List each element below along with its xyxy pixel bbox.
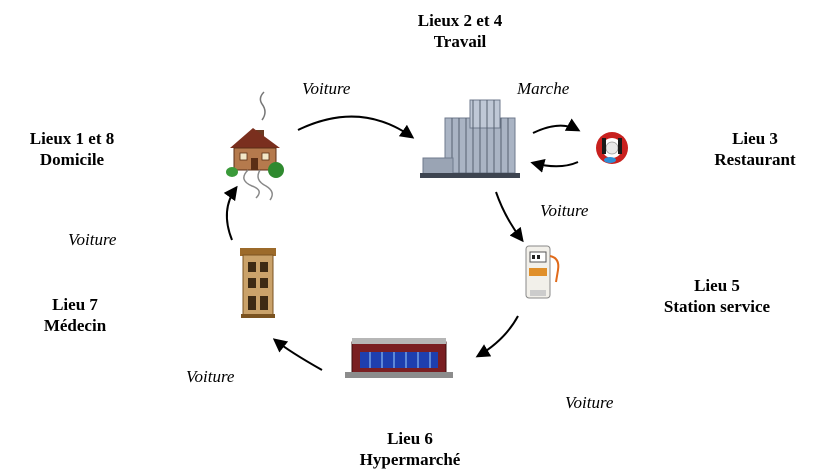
label-domicile: Lieux 1 et 8 Domicile bbox=[8, 128, 136, 170]
label-restaurant: Lieu 3 Restaurant bbox=[700, 128, 810, 170]
label-restaurant-line1: Lieu 3 bbox=[732, 129, 778, 148]
arrow-domicile-travail bbox=[297, 115, 415, 139]
arrow-hypermarche-medecin bbox=[272, 338, 323, 371]
fuel-pump-icon bbox=[525, 245, 560, 299]
mode-domicile-travail: Voiture bbox=[302, 79, 351, 98]
label-travail-line1: Lieux 2 et 4 bbox=[417, 11, 503, 30]
label-restaurant-line2: Restaurant bbox=[714, 150, 796, 169]
mode-hypermarche-medecin: Voiture bbox=[186, 367, 235, 386]
doctor-building-icon bbox=[240, 248, 276, 318]
arrow-station-hypermarche bbox=[475, 315, 519, 358]
mode-station-hypermarche: Voiture bbox=[565, 393, 614, 412]
house-icon bbox=[226, 91, 284, 201]
arrow-restaurant-travail bbox=[530, 159, 579, 173]
mode-medecin-domicile: Voiture bbox=[68, 230, 117, 249]
arrow-medecin-domicile bbox=[223, 185, 238, 241]
label-domicile-line2: Domicile bbox=[39, 150, 105, 169]
arrow-travail-station bbox=[495, 191, 524, 243]
label-station-line2: Station service bbox=[663, 297, 771, 316]
label-travail: Lieux 2 et 4 Travail bbox=[390, 10, 530, 52]
label-hypermarche-line2: Hypermarché bbox=[359, 450, 461, 469]
label-hypermarche-line1: Lieu 6 bbox=[387, 429, 433, 448]
label-station: Lieu 5 Station service bbox=[622, 275, 812, 317]
label-medecin: Lieu 7 Médecin bbox=[30, 294, 120, 336]
arrow-travail-restaurant bbox=[532, 118, 581, 134]
mode-travail-station: Voiture bbox=[540, 201, 589, 220]
label-travail-line2: Travail bbox=[433, 32, 487, 51]
mode-travail-restaurant: Marche bbox=[517, 79, 570, 98]
label-domicile-line1: Lieux 1 et 8 bbox=[29, 129, 115, 148]
office-building-icon bbox=[420, 99, 520, 178]
restaurant-icon bbox=[596, 132, 628, 164]
label-station-line1: Lieu 5 bbox=[694, 276, 740, 295]
label-medecin-line2: Médecin bbox=[43, 316, 107, 335]
label-medecin-line1: Lieu 7 bbox=[52, 295, 98, 314]
label-hypermarche: Lieu 6 Hypermarché bbox=[335, 428, 485, 470]
supermarket-icon bbox=[345, 338, 453, 378]
